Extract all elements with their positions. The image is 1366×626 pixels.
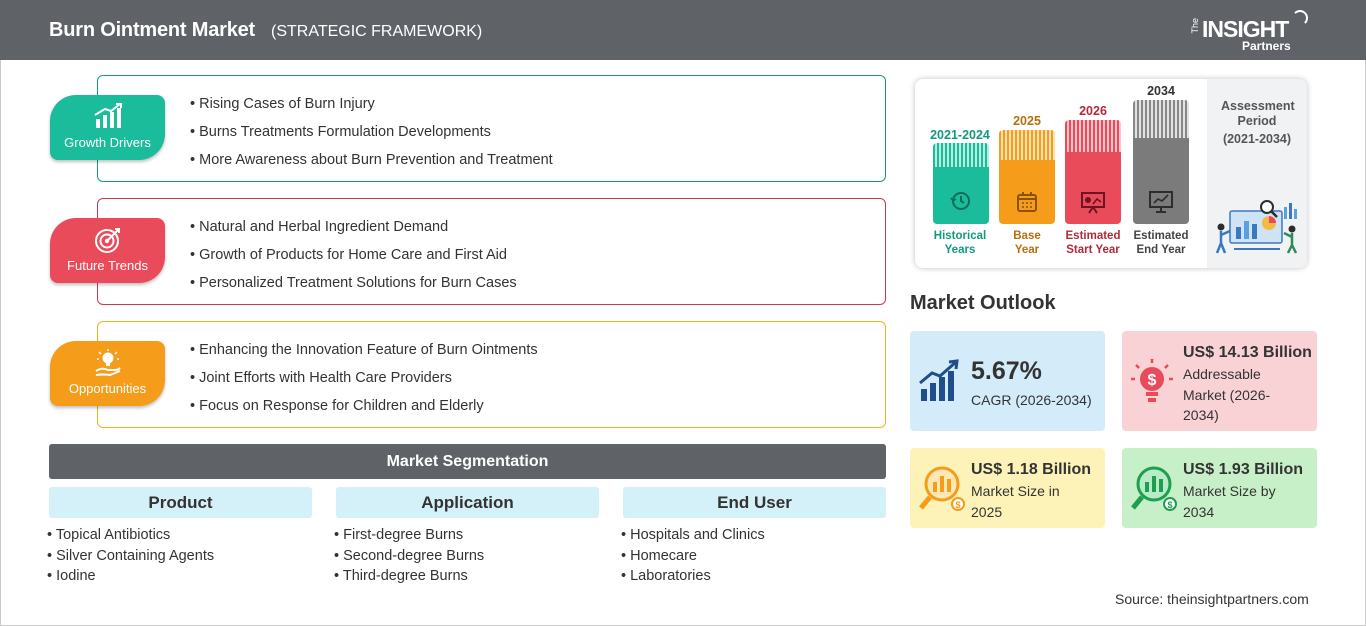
list-item: Burns Treatments Formulation Development…: [190, 122, 553, 150]
target-icon: [95, 228, 120, 253]
list-item: Third-degree Burns: [334, 567, 484, 588]
presentation-icon: [1081, 192, 1105, 214]
monitor-chart-icon: [1149, 191, 1173, 213]
addressable-market-value: US$ 14.13 Billion: [1183, 344, 1312, 361]
timeline-bar-start: [1065, 120, 1121, 224]
logo-partners: Partners: [1242, 39, 1291, 53]
end-user-segment-list: Hospitals and Clinics Homecare Laborator…: [621, 526, 765, 588]
bar-chart-growth-icon: [94, 103, 122, 128]
list-item: Laboratories: [621, 567, 765, 588]
assessment-period-label: Assessment Period: [1221, 99, 1295, 128]
list-item: First-degree Burns: [334, 526, 484, 547]
list-item: Hospitals and Clinics: [621, 526, 765, 547]
opportunities-label: Opportunities: [68, 381, 147, 396]
timeline-label-line: End Year: [1136, 244, 1186, 256]
future-trends-list: Natural and Herbal Ingredient Demand Gro…: [190, 217, 517, 301]
list-item: Growth of Products for Home Care and Fir…: [190, 245, 517, 273]
svg-text:$: $: [955, 500, 960, 510]
market-size-2034-card: $ US$ 1.93 Billion Market Size by 2034: [1122, 448, 1317, 528]
list-item: More Awareness about Burn Prevention and…: [190, 150, 553, 178]
header-bar: Burn Ointment Market (STRATEGIC FRAMEWOR…: [0, 0, 1366, 60]
market-segmentation-title: Market Segmentation: [49, 444, 886, 479]
market-size-2025-card: $ US$ 1.18 Billion Market Size in 2025: [910, 448, 1105, 528]
growth-drivers-tag: Growth Drivers: [50, 95, 165, 160]
product-segment-list: Topical Antibiotics Silver Containing Ag…: [47, 526, 214, 588]
timeline-bar-end: [1133, 100, 1189, 224]
opportunities-tag: Opportunities: [50, 341, 165, 406]
timeline-year-historical: 2021-2024: [930, 128, 990, 142]
history-icon: [950, 192, 970, 210]
dollar-bulb-icon: $: [1131, 359, 1173, 402]
addressable-market-card: $ US$ 14.13 Billion Addressable Market (…: [1122, 331, 1317, 431]
list-item: Silver Containing Agents: [47, 547, 214, 568]
lightbulb-hand-icon: [95, 349, 121, 377]
svg-text:$: $: [1148, 372, 1157, 389]
opportunities-box: Enhancing the Innovation Feature of Burn…: [97, 321, 886, 428]
timeline-label-line: Historical: [933, 230, 987, 242]
future-trends-box: Natural and Herbal Ingredient Demand Gro…: [97, 198, 886, 305]
timeline-label-end: Estimated End Year: [1121, 229, 1201, 257]
list-item: Topical Antibiotics: [47, 526, 214, 547]
timeline-label-line: Estimated: [1065, 230, 1121, 242]
list-item: Natural and Herbal Ingredient Demand: [190, 217, 517, 245]
timeline-bar-base: [999, 130, 1055, 224]
list-item: Rising Cases of Burn Injury: [190, 94, 553, 122]
growth-drivers-label: Growth Drivers: [64, 135, 151, 150]
logo-the: The: [1190, 18, 1200, 34]
timeline-label-historical: Historical Years: [920, 229, 1000, 257]
assessment-period-range: (2021-2034): [1222, 132, 1292, 146]
magnifier-chart-icon: $: [919, 466, 965, 511]
assessment-timeline-card: 2021-2024 Historical Years 2025 Base Yea…: [915, 79, 1307, 268]
list-item: Joint Efforts with Health Care Providers: [190, 368, 538, 396]
timeline-label-line: Years: [944, 244, 976, 256]
market-size-2025-description: Market Size in 2025: [971, 483, 1060, 520]
list-item: Iodine: [47, 567, 214, 588]
growth-drivers-box: Rising Cases of Burn Injury Burns Treatm…: [97, 75, 886, 182]
calendar-icon: [1017, 192, 1037, 212]
page-title: Burn Ointment Market: [49, 19, 256, 41]
list-item: Second-degree Burns: [334, 547, 484, 568]
analytics-illustration-icon: [1215, 200, 1298, 254]
timeline-year-start: 2026: [1079, 104, 1107, 118]
growth-chart-icon: [919, 359, 959, 401]
list-item: Homecare: [621, 547, 765, 568]
insight-partners-logo[interactable]: The INSIGHT Partners: [1190, 10, 1310, 54]
market-size-2034-value: US$ 1.93 Billion: [1183, 461, 1304, 478]
application-segment-list: First-degree Burns Second-degree Burns T…: [334, 526, 484, 588]
timeline-label-line: Estimated: [1133, 230, 1189, 242]
timeline-year-end: 2034: [1147, 84, 1175, 98]
timeline-bar-historical: [933, 143, 989, 224]
growth-drivers-list: Rising Cases of Burn Injury Burns Treatm…: [190, 94, 553, 178]
market-size-2034-description: Market Size by 2034: [1183, 483, 1276, 520]
future-trends-tag: Future Trends: [50, 218, 165, 283]
source-note: Source: theinsightpartners.com: [1115, 591, 1309, 607]
market-size-2025-value: US$ 1.18 Billion: [971, 461, 1092, 478]
page-subtitle: (STRATEGIC FRAMEWORK): [271, 23, 483, 40]
segment-header-end-user: End User: [623, 487, 886, 518]
timeline-year-base: 2025: [1013, 114, 1041, 128]
list-item: Focus on Response for Children and Elder…: [190, 396, 538, 424]
cagr-value: 5.67%: [971, 357, 1042, 385]
market-outlook-title: Market Outlook: [910, 292, 1056, 314]
timeline-label-base: Base Year: [987, 229, 1067, 257]
magnifier-chart-icon: $: [1131, 466, 1177, 511]
cagr-description: CAGR (2026-2034): [971, 392, 1092, 408]
future-trends-label: Future Trends: [67, 258, 148, 273]
timeline-label-line: Start Year: [1066, 244, 1120, 256]
logo-arc-icon: [1292, 10, 1308, 26]
list-item: Personalized Treatment Solutions for Bur…: [190, 273, 517, 301]
timeline-label-line: Year: [1014, 244, 1040, 256]
timeline-label-line: Base: [1013, 230, 1041, 242]
logo-insight: INSIGHT: [1202, 16, 1289, 42]
segment-header-application: Application: [336, 487, 599, 518]
assessment-period-panel: Assessment Period (2021-2034): [1207, 79, 1307, 268]
addressable-market-description: Addressable Market (2026-2034): [1183, 366, 1271, 423]
list-item: Enhancing the Innovation Feature of Burn…: [190, 340, 538, 368]
timeline-label-start: Estimated Start Year: [1053, 229, 1133, 257]
svg-text:$: $: [1167, 500, 1172, 510]
segment-header-product: Product: [49, 487, 312, 518]
cagr-card: 5.67% CAGR (2026-2034): [910, 331, 1105, 431]
opportunities-list: Enhancing the Innovation Feature of Burn…: [190, 340, 538, 424]
